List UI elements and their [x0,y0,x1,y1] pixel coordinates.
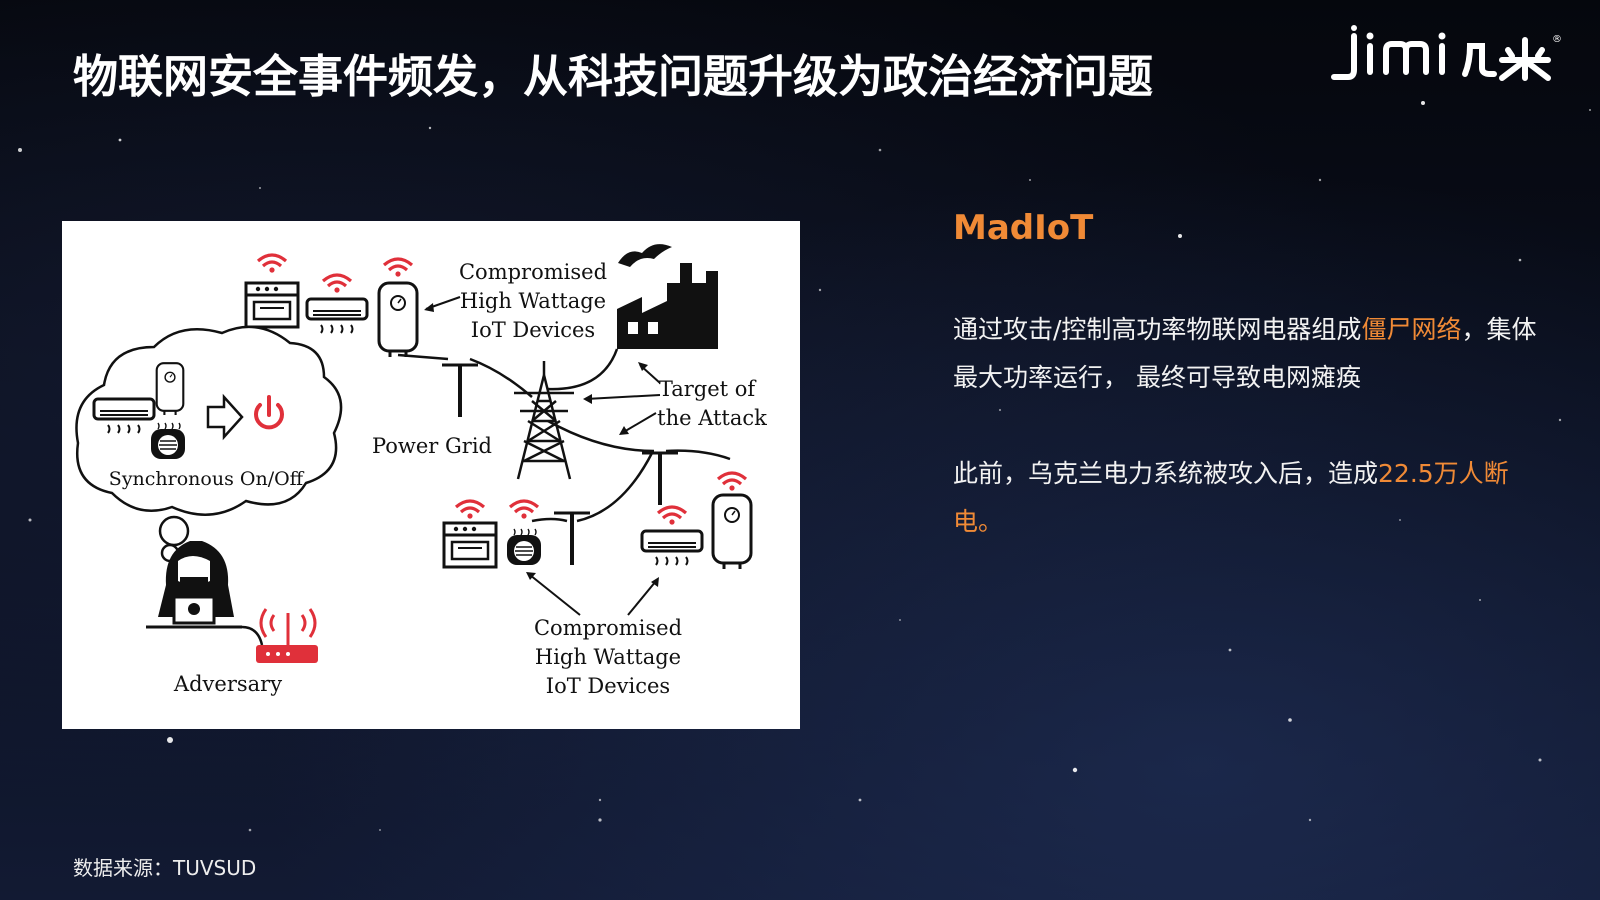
thought-cloud [75,325,343,563]
bottom-fan-heater-icon [506,499,542,566]
sync-label: Synchronous On/Off [109,468,305,490]
top-ac-icon [305,273,369,335]
power-button-icon [254,395,284,430]
paragraph-ukraine-pre: 此前，乌克兰电力系统被攻入后，造成 [953,459,1379,488]
target-label-1: Target of [659,377,758,401]
arrow-right-icon [206,393,244,441]
adversary-label: Adversary [173,672,282,696]
hacker-icon [146,541,242,629]
madiot-heading: MadIoT [953,208,1094,248]
cloud-water-heater-icon [155,362,185,417]
jimi-logo-icon: ® [1331,25,1562,81]
paragraph-botnet-pre: 通过攻击/控制高功率物联网电器组成 [953,315,1362,344]
paragraph-botnet: 通过攻击/控制高功率物联网电器组成僵尸网络，集体最大功率运行， 最终可导致电网瘫… [953,306,1553,402]
top-water-heater-icon [377,257,419,359]
power-grid-label: Power Grid [372,434,492,458]
router-icon [256,608,318,663]
paragraph-ukraine: 此前，乌克兰电力系统被攻入后，造成22.5万人断电。 [953,450,1553,546]
bottom-ac-icon [640,505,704,567]
bottom-devices-label-1: Compromised [534,616,682,640]
factory-icon [617,244,718,349]
logo-registered-mark: ® [1552,34,1562,45]
bottom-devices-label-3: IoT Devices [546,674,670,698]
madiot-attack-diagram: Compromised High Wattage IoT Devices [62,221,800,729]
jimi-logo: ® [1330,22,1580,96]
bottom-oven-icon [442,499,498,569]
highlight-botnet: 僵尸网络 [1361,315,1462,344]
top-devices-label-1: Compromised [459,260,607,284]
transmission-tower-icon [514,361,574,480]
top-devices-label-3: IoT Devices [471,318,595,342]
paragraph-botnet-post: ，集体最大功率运行， 最终可导致电网瘫痪 [953,315,1537,392]
top-oven-icon [244,253,300,329]
bottom-devices-label-2: High Wattage [535,645,681,669]
slide-title: 物联网安全事件频发，从科技问题升级为政治经济问题 [73,50,1154,103]
bottom-water-heater-icon [711,471,753,571]
data-source-footer: 数据来源：TUVSUD [73,856,257,880]
highlight-outage: 22.5万人断电。 [953,459,1509,536]
target-label-2: the Attack [657,406,767,430]
top-devices-label-2: High Wattage [460,289,606,313]
